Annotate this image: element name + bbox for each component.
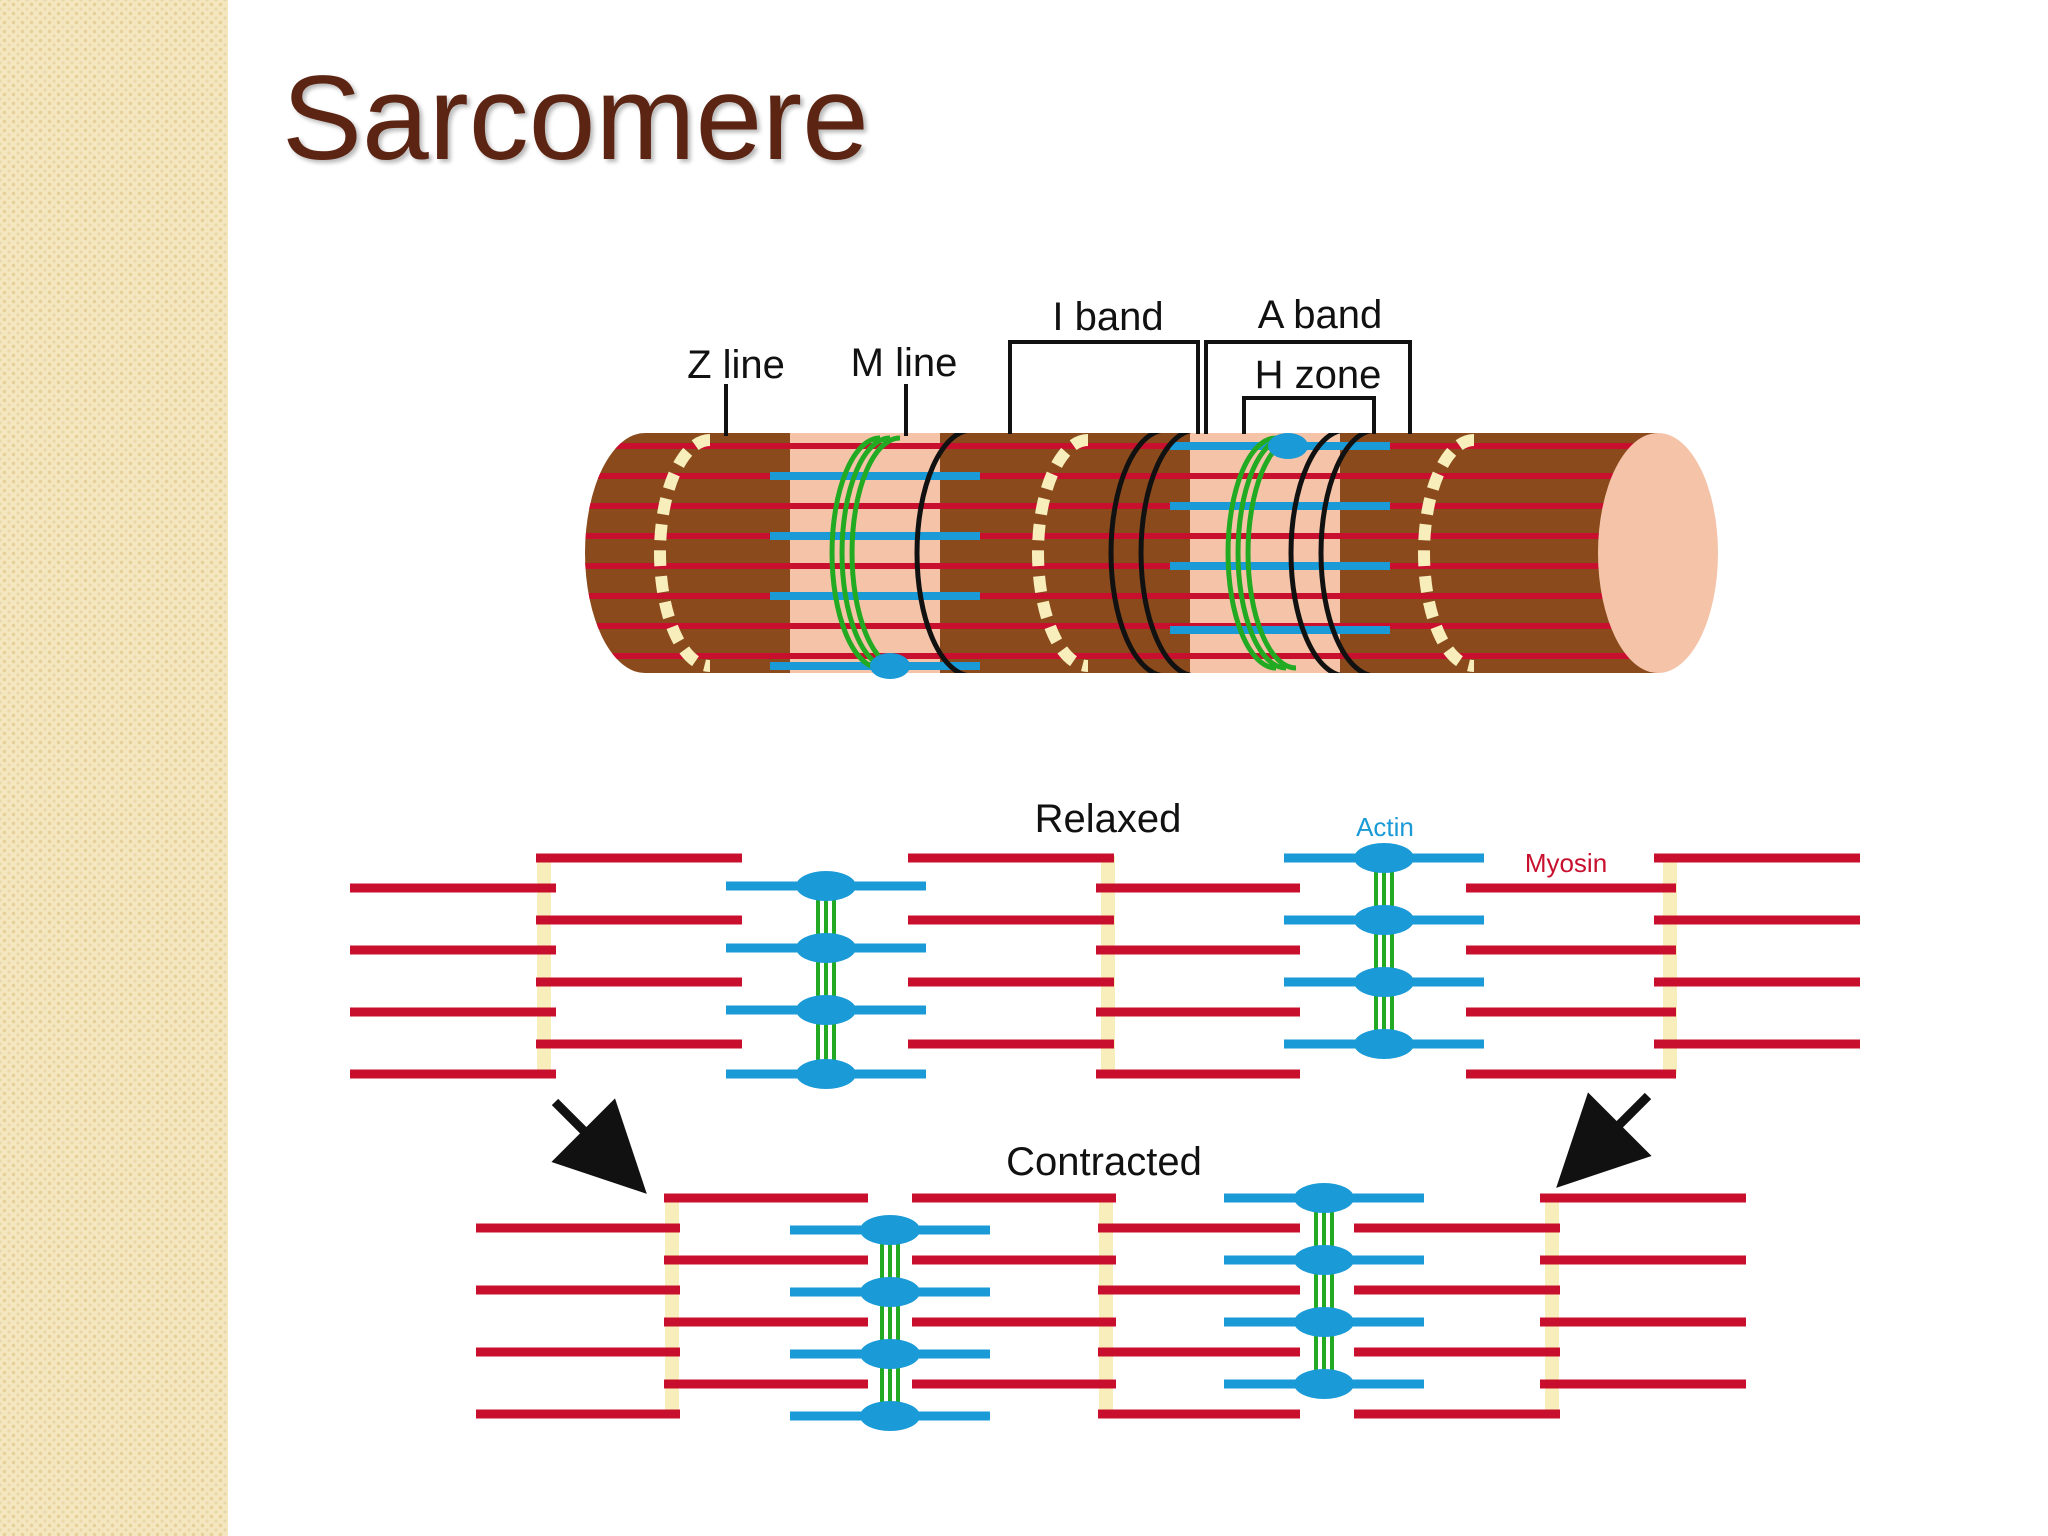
- actin-node: [796, 1059, 856, 1089]
- actin-node: [1294, 1307, 1354, 1337]
- a-band-label: A band: [1258, 293, 1383, 337]
- m-line-node: [870, 653, 910, 679]
- band-boundary: [1138, 433, 1197, 673]
- band-boundary: [1288, 433, 1347, 673]
- actin-label: Actin: [1356, 812, 1414, 842]
- m-line-strand: [839, 435, 891, 671]
- z-disc-dashed: [654, 434, 711, 672]
- z-disc-dashed: [1032, 434, 1089, 672]
- actin-node: [796, 871, 856, 901]
- fiber-end-cap: [1598, 433, 1718, 673]
- z-disc: [1101, 856, 1115, 1074]
- m-line-strand: [849, 435, 901, 671]
- relaxed-sarcomere-schematic: [350, 843, 1860, 1089]
- band-boundary: [1108, 433, 1167, 673]
- band-boundary: [914, 433, 973, 673]
- m-line-strand: [1235, 435, 1287, 671]
- h-zone-label: H zone: [1255, 353, 1382, 397]
- m-line-label: M line: [851, 341, 958, 385]
- left-contraction-arrow: [551, 1098, 647, 1194]
- contracted-sarcomere-schematic: [476, 1183, 1746, 1431]
- actin-node: [1354, 1029, 1414, 1059]
- actin-node: [860, 1277, 920, 1307]
- z-disc: [665, 1196, 679, 1414]
- fiber-band-boundaries: [914, 433, 1377, 673]
- contracted-label: Contracted: [1006, 1140, 1202, 1184]
- m-line-node: [1268, 433, 1308, 459]
- z-disc: [1545, 1196, 1559, 1414]
- actin-node: [1354, 843, 1414, 873]
- right-contraction-arrow: [1556, 1092, 1652, 1188]
- actin-node: [860, 1401, 920, 1431]
- actin-node: [860, 1215, 920, 1245]
- z-disc-dashed: [1418, 434, 1475, 672]
- actin-node: [860, 1339, 920, 1369]
- band-boundary: [1318, 433, 1377, 673]
- h-zone-bracket: [1242, 396, 1376, 434]
- fiber-body: [585, 433, 1658, 673]
- fiber-z-discs: [654, 434, 1475, 672]
- relaxed-label: Relaxed: [1035, 797, 1182, 841]
- a-band-bracket: [1204, 340, 1412, 434]
- myosin-label: Myosin: [1525, 848, 1607, 878]
- actin-node: [1354, 905, 1414, 935]
- z-disc: [1099, 1196, 1113, 1414]
- i-band-bracket: [1008, 340, 1200, 434]
- muscle-fiber-illustration: [585, 433, 1718, 679]
- i-band-label: I band: [1052, 295, 1163, 339]
- m-line-strand: [1225, 435, 1277, 671]
- actin-node: [1354, 967, 1414, 997]
- z-disc: [537, 856, 551, 1074]
- z-line-label: Z line: [687, 343, 785, 387]
- actin-node: [1294, 1369, 1354, 1399]
- z-disc: [1663, 856, 1677, 1074]
- decorative-sidebar: [0, 0, 228, 1536]
- actin-node: [796, 933, 856, 963]
- actin-node: [796, 995, 856, 1025]
- m-line-strand: [829, 435, 881, 671]
- fiber-m-lines: [829, 435, 1297, 671]
- fiber-annotations: [724, 340, 1412, 436]
- actin-node: [1294, 1245, 1354, 1275]
- slide-title: Sarcomere: [282, 51, 869, 185]
- actin-node: [1294, 1183, 1354, 1213]
